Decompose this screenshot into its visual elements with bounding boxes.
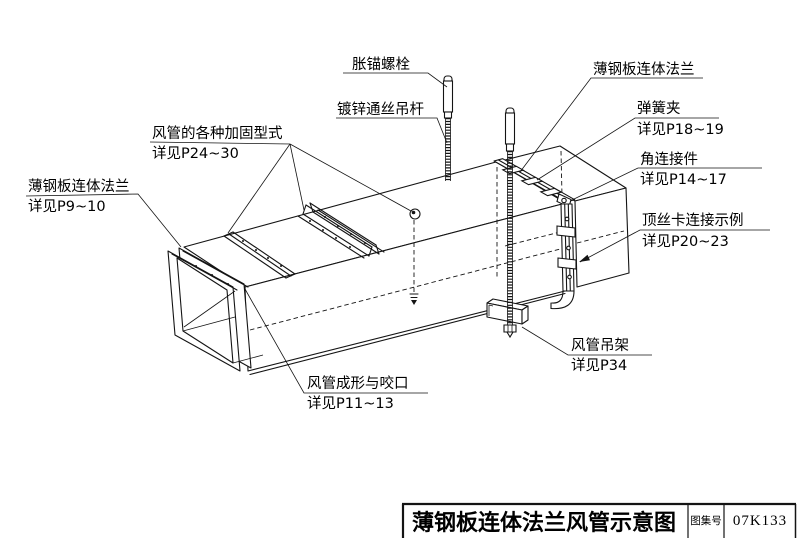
rod-tip [506, 331, 514, 339]
duct-right-section [504, 145, 630, 288]
callout-threaded-hanger-rod: 镀锌通丝吊杆 [337, 101, 424, 118]
callout-duct-flange-right: 薄钢板连体法兰 [593, 60, 695, 78]
callout-duct-flange-left-ref: 详见P9~10 [28, 198, 106, 215]
hanger-rod-front [503, 107, 517, 339]
leader-corner-connector [571, 167, 762, 201]
callout-duct-forming-seam-ref: 详见P11~13 [307, 395, 394, 412]
spring-clip-2 [520, 176, 544, 186]
hanger-nut [503, 324, 517, 333]
leader-flange-right [519, 77, 703, 173]
leader-set-screw [579, 229, 770, 263]
hidden-bottom-edge [504, 231, 561, 247]
corner-connector-hole [561, 197, 567, 204]
leader-expansion-bolt [343, 72, 448, 88]
set-screw-clip-1 [556, 225, 576, 238]
center-line-right [576, 230, 625, 244]
hidden-end-edge [560, 150, 563, 197]
atlas-number-value: 07K133 [733, 513, 787, 529]
callout-labels: 胀锚螺栓 镀锌通丝吊杆 薄钢板连体法兰 弹簧夹 详见P18~19 角连接件 详见… [28, 56, 744, 412]
leader-hanger [521, 326, 652, 356]
leader-seam [244, 288, 428, 394]
duct-right-side-face [574, 187, 630, 288]
reinforcement-rib-2 [297, 202, 385, 259]
front-flange-frame [167, 247, 264, 372]
flange-bottom-wrap [551, 290, 564, 304]
leader-reinforcement-rule [149, 141, 291, 145]
set-screw-clip-2 [557, 257, 577, 270]
callout-duct-forming-seam: 风管成形与咬口 [307, 374, 409, 392]
leader-spring-clip [536, 117, 719, 181]
hanger-rod-rear [442, 75, 454, 181]
leader-threaded-rod [336, 117, 448, 144]
callout-set-screw-clip-ref: 详见P20~23 [642, 233, 729, 250]
callout-reinforcement-types-ref: 详见P24~30 [152, 145, 239, 162]
spring-clip-3 [539, 187, 563, 197]
reinforcement-rib-1 [223, 231, 296, 279]
title-block: 薄钢板连体法兰风管示意图 图集号 07K133 [401, 502, 797, 538]
callout-reinforcement-types: 风管的各种加固型式 [152, 125, 283, 142]
callout-spring-clip-ref: 详见P18~19 [637, 121, 724, 138]
callout-spring-clip: 弹簧夹 [637, 100, 681, 117]
callout-corner-connector: 角连接件 [640, 151, 698, 168]
callout-duct-hanger: 风管吊架 [571, 337, 629, 354]
callout-duct-hanger-ref: 详见P34 [571, 357, 627, 374]
arrowhead [579, 254, 590, 262]
leader-lines [25, 72, 770, 394]
tie-rod-marker [409, 208, 421, 305]
drawing-title: 薄钢板连体法兰风管示意图 [412, 510, 676, 536]
callout-duct-flange-left: 薄钢板连体法兰 [28, 177, 130, 195]
callout-expansion-anchor-bolt: 胀锚螺栓 [352, 56, 410, 73]
anchor-bolt-body-front [504, 112, 516, 145]
leader-flange-left [25, 193, 182, 248]
joint-flange-assembly [493, 158, 577, 310]
atlas-number-label: 图集号 [690, 514, 722, 527]
duct-left-section [183, 161, 567, 376]
callout-set-screw-clip: 顶丝卡连接示例 [642, 212, 744, 229]
callout-corner-connector-ref: 详见P14~17 [640, 171, 727, 188]
